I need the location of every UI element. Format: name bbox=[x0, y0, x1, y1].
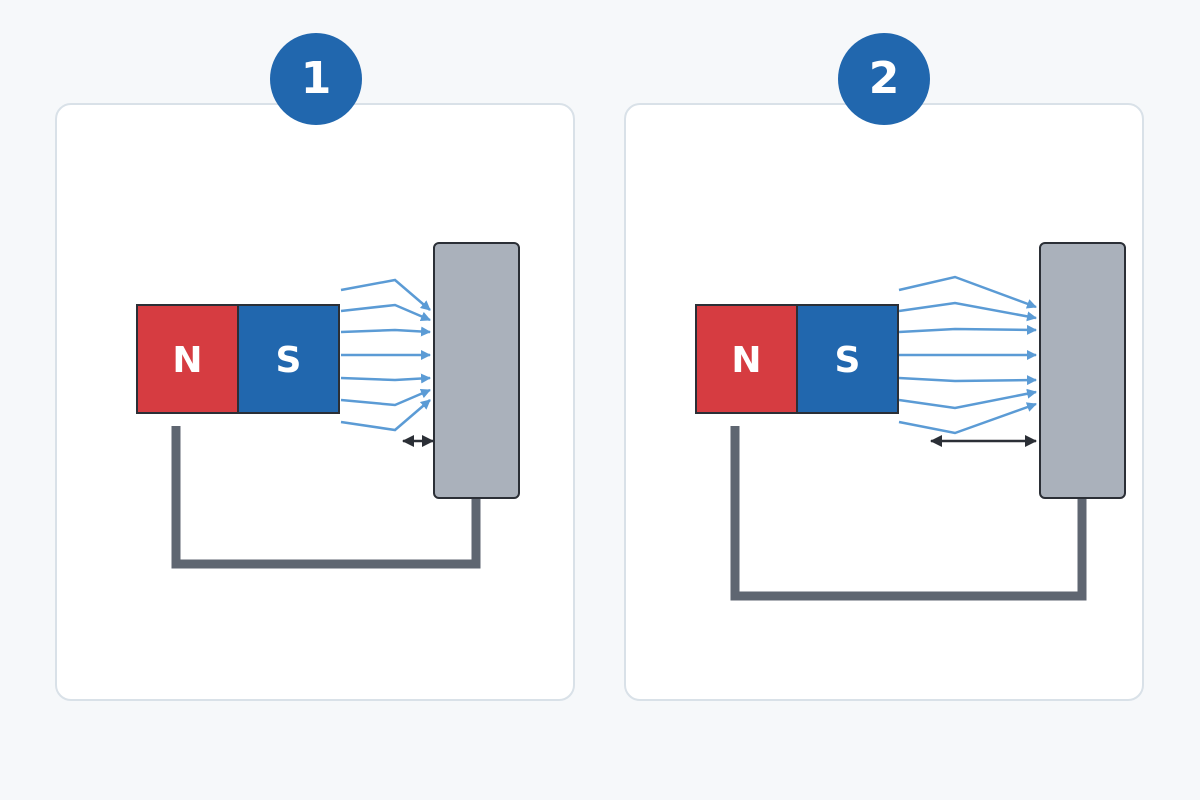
panel-1-wire bbox=[171, 426, 481, 569]
panel-2-field-line bbox=[898, 388, 1037, 410]
panel-1-number-badge: 1 bbox=[270, 33, 362, 125]
panel-1-bar-magnet: N S bbox=[136, 304, 340, 414]
panel-2-field-lines bbox=[898, 275, 1037, 435]
panel-2-number-badge: 2 bbox=[838, 33, 930, 125]
panel-1-north-pole bbox=[136, 304, 239, 414]
panel-1-field-line bbox=[340, 373, 431, 384]
panel-2-metal-plate bbox=[1039, 242, 1126, 499]
panel-1-field-line bbox=[340, 326, 431, 337]
panel-2-field-line bbox=[898, 301, 1037, 322]
panel-2-field-line bbox=[898, 324, 1037, 335]
panel-2-bar-magnet: N S bbox=[695, 304, 899, 414]
panel-1-south-pole bbox=[237, 304, 340, 414]
panel-2-field-line bbox=[898, 402, 1037, 435]
panel-1-field-line bbox=[340, 388, 431, 407]
panel-2-wire bbox=[730, 426, 1087, 601]
panel-2-diagram: N S bbox=[695, 242, 1126, 601]
panel-2-field-line bbox=[898, 375, 1037, 386]
panel-1-south-label: S bbox=[276, 340, 302, 381]
panel-1-field-line bbox=[340, 303, 431, 322]
panel-1-metal-plate bbox=[433, 242, 520, 499]
panel-1-field-lines bbox=[340, 278, 431, 432]
panel-2-field-line bbox=[898, 275, 1037, 309]
panel-2-south-pole bbox=[796, 304, 899, 414]
panel-1-north-label: N bbox=[172, 340, 202, 381]
panel-2-north-pole bbox=[695, 304, 798, 414]
panel-1-field-line bbox=[340, 399, 431, 432]
panel-2-north-label: N bbox=[731, 340, 761, 381]
panel-1-diagram: N S bbox=[136, 242, 520, 569]
panel-2-south-label: S bbox=[835, 340, 861, 381]
panel-1-field-line bbox=[340, 278, 431, 311]
